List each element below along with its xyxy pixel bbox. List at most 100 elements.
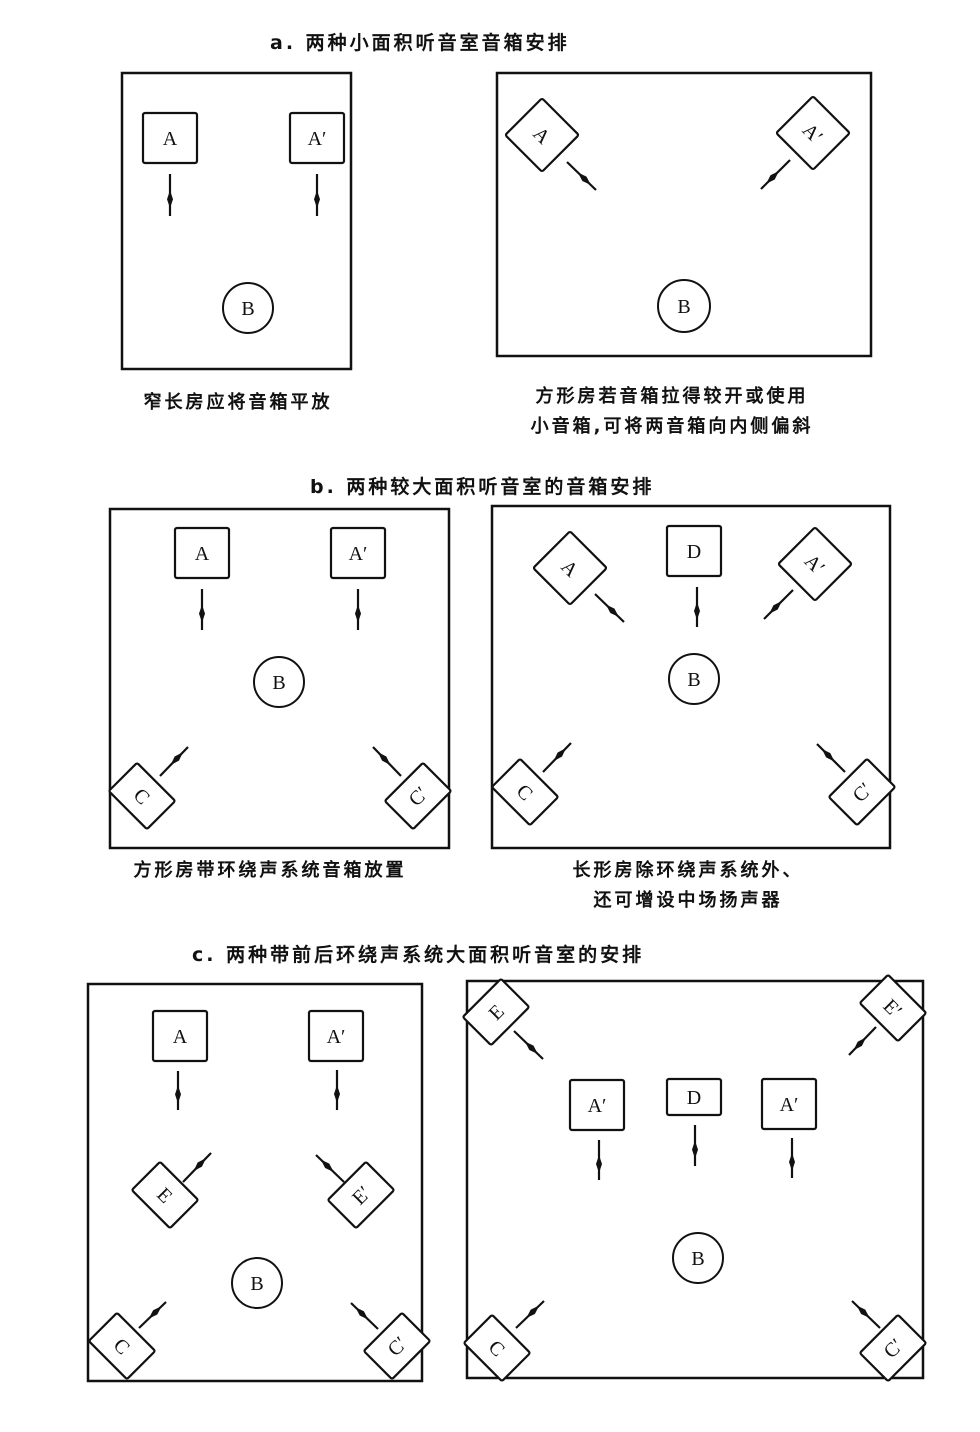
section-a-title: a. 两种小面积听音室音箱安排 <box>270 32 570 54</box>
arrowhead-icon <box>170 752 184 766</box>
speaker-box-icon <box>504 97 580 173</box>
speaker-label: A′ <box>349 543 368 565</box>
section-c-title: c. 两种带前后环绕声系统大面积听音室的安排 <box>192 944 645 966</box>
room-surround-room-right: E E′ A′ D A′ C C′ B <box>462 974 927 1382</box>
speaker-box-icon <box>329 526 387 580</box>
speaker-C: C <box>491 758 559 826</box>
speaker-label: A′ <box>780 1094 799 1116</box>
caption-a-square-room: 方形房若音箱拉得较开或使用 小音箱,可将两音箱向内侧偏斜 <box>422 382 922 442</box>
arrowhead-icon <box>789 1153 795 1171</box>
room-outline <box>495 71 873 358</box>
speaker-A′: A′ <box>288 111 346 165</box>
caption-line: 还可增设中场扬声器 <box>593 890 783 911</box>
speaker-box-icon <box>384 762 452 830</box>
speaker-box-icon <box>777 526 853 602</box>
room-outline <box>465 979 925 1380</box>
listener-label: B <box>677 296 690 318</box>
speaker-box-icon <box>760 1077 818 1131</box>
arrowhead-icon <box>314 190 320 209</box>
speaker-box-icon <box>568 1078 626 1132</box>
room-outline <box>108 507 451 850</box>
room-outline <box>86 982 424 1383</box>
speaker-box-icon <box>463 1314 531 1382</box>
speaker-box-icon <box>131 1161 199 1229</box>
speaker-box-icon <box>532 530 608 606</box>
listener-label: B <box>691 1248 704 1270</box>
speaker-C′: C′ <box>828 758 896 826</box>
speaker-box-icon <box>859 1314 927 1382</box>
speaker-box-icon <box>859 974 927 1042</box>
arrowhead-icon <box>853 1037 867 1051</box>
caption-line: 方形房带环绕声系统音箱放置 <box>133 860 407 881</box>
speaker-A: A <box>532 530 608 606</box>
arrowhead-icon <box>694 602 700 620</box>
speaker-C′: C′ <box>859 1314 927 1382</box>
speaker-label: A′ <box>308 128 327 150</box>
speaker-A′: A′ <box>329 526 387 580</box>
speaker-A′: A′ <box>568 1078 626 1132</box>
arrowhead-icon <box>320 1159 334 1173</box>
arrowhead-icon <box>334 1085 340 1103</box>
arrowhead-icon <box>821 748 835 762</box>
speaker-C: C <box>463 1314 531 1382</box>
arrowhead-icon <box>355 1307 369 1320</box>
arrowhead-icon <box>377 752 391 766</box>
speaker-A: A <box>141 111 199 165</box>
speaker-A′: A′ <box>307 1009 365 1063</box>
room-outline <box>120 71 353 371</box>
caption-b-long-room: 长形房除环绕声系统外、 还可增设中场扬声器 <box>438 856 938 916</box>
arrowhead-icon <box>596 1155 602 1173</box>
caption-line: 长形房除环绕声系统外、 <box>572 860 804 881</box>
speaker-E: E <box>462 978 530 1046</box>
listener-position-icon <box>672 1232 724 1284</box>
speaker-label: D <box>687 541 701 563</box>
speaker-C: C <box>88 1312 156 1380</box>
speaker-A′: A′ <box>760 1077 818 1131</box>
listener-label: B <box>272 672 285 694</box>
speaker-box-icon <box>665 524 723 578</box>
speaker-box-icon <box>173 526 231 580</box>
speaker-A: A <box>151 1009 209 1063</box>
speaker-box-icon <box>665 1077 723 1117</box>
arrowhead-icon <box>605 604 619 618</box>
arrowhead-icon <box>175 1085 181 1104</box>
speaker-box-icon <box>775 95 851 171</box>
speaker-box-icon <box>491 758 559 826</box>
speaker-E: E <box>131 1161 199 1229</box>
speaker-label: D <box>687 1087 701 1109</box>
listener-position-icon <box>231 1257 283 1309</box>
caption-b-square-room: 方形房带环绕声系统音箱放置 <box>20 856 520 886</box>
speaker-label: A <box>195 543 210 565</box>
listener-position-icon <box>657 279 711 333</box>
speaker-A′: A′ <box>775 95 851 171</box>
speaker-C′: C′ <box>384 762 452 830</box>
room-square-room-surround: A A′ C C′ B <box>108 507 452 850</box>
speaker-box-icon <box>88 1312 156 1380</box>
arrowhead-icon <box>355 604 361 623</box>
speaker-C: C <box>108 762 176 830</box>
speaker-box-icon <box>108 762 176 830</box>
listener-label: B <box>250 1273 263 1295</box>
speaker-box-icon <box>462 978 530 1046</box>
speaker-box-icon <box>151 1009 209 1063</box>
speaker-A: A <box>173 526 231 580</box>
room-outline <box>490 504 892 850</box>
arrowhead-icon <box>766 171 779 184</box>
speaker-E′: E′ <box>327 1161 395 1229</box>
arrowhead-icon <box>524 1041 538 1055</box>
speaker-label: A <box>163 128 178 150</box>
arrowhead-icon <box>167 190 173 209</box>
listener-label: B <box>687 669 700 691</box>
arrowhead-icon <box>692 1140 698 1159</box>
section-b-title: b. 两种较大面积听音室的音箱安排 <box>310 476 655 498</box>
speaker-box-icon <box>288 111 346 165</box>
arrowhead-icon <box>769 601 782 614</box>
speaker-E′: E′ <box>859 974 927 1042</box>
speaker-D: D <box>665 1077 723 1117</box>
arrowhead-icon <box>577 172 591 186</box>
speaker-label: A′ <box>327 1026 346 1048</box>
speaker-A′: A′ <box>777 526 853 602</box>
